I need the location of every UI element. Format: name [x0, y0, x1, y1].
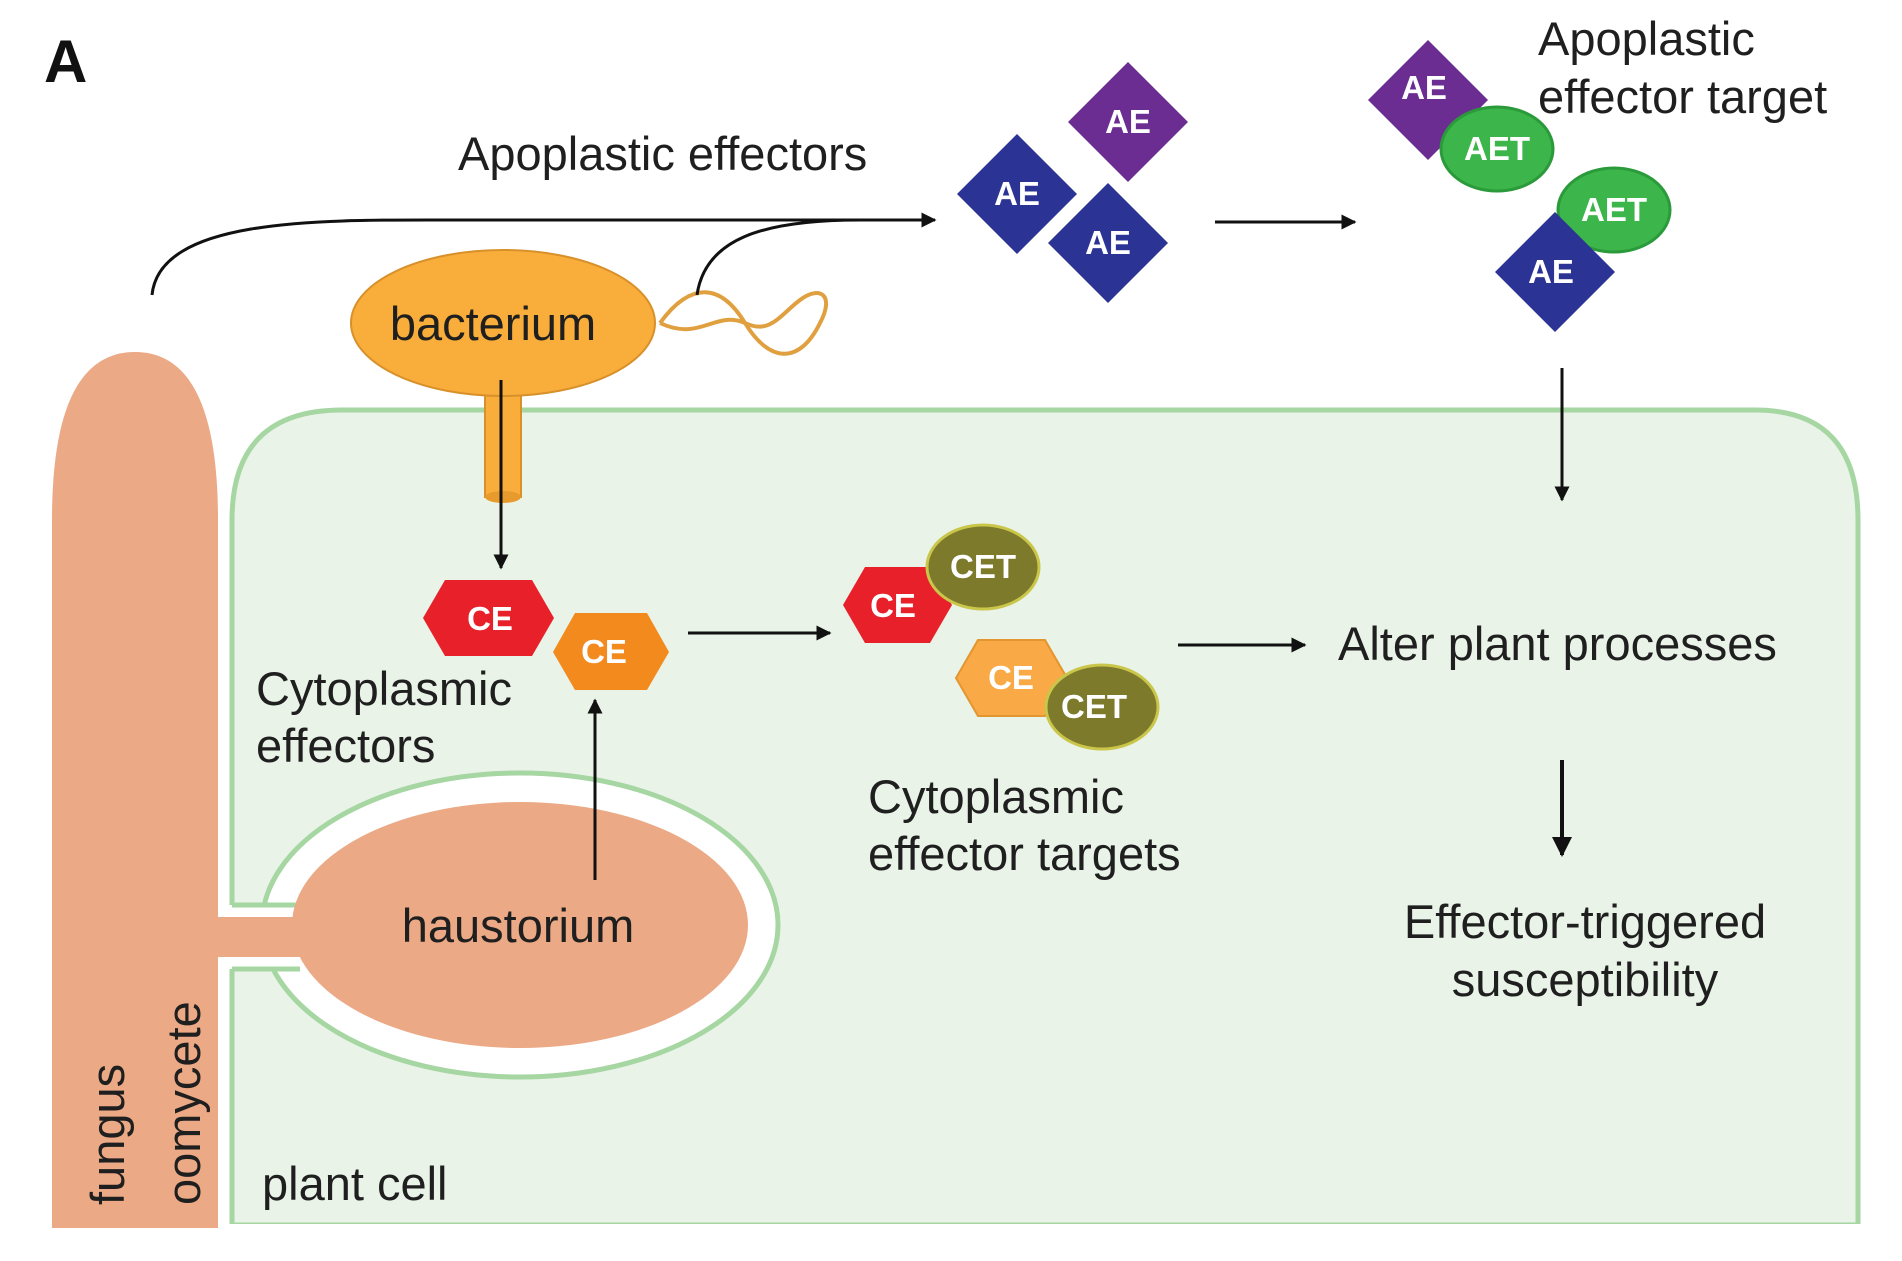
svg-text:AET: AET	[1464, 130, 1530, 167]
svg-text:CE: CE	[467, 600, 513, 637]
apoplast-curve-fungus	[150, 212, 937, 296]
ets-label-1: Effector-triggered	[1404, 895, 1766, 948]
bacterium-label: bacterium	[390, 297, 596, 350]
oomycete-label: oomycete	[157, 1001, 210, 1205]
flagellum	[658, 290, 828, 356]
ets-label-2: susceptibility	[1452, 953, 1719, 1006]
svg-text:AE: AE	[994, 175, 1040, 212]
svg-text:CE: CE	[581, 633, 627, 670]
alter-plant-processes-label: Alter plant processes	[1338, 617, 1777, 670]
apoplastic-effector-target-label-2: effector target	[1538, 70, 1827, 123]
ae-badge-blue-1: AE	[957, 134, 1077, 254]
ae-badge-purple-1: AE	[1068, 62, 1188, 182]
apoplast-curve-bacterium	[695, 218, 861, 296]
cytoplasmic-targets-label-2: effector targets	[868, 827, 1181, 880]
ce-badge-red-2: CE	[843, 567, 952, 643]
aet-badge-2: AET	[1556, 166, 1672, 254]
svg-text:AE: AE	[1085, 224, 1131, 261]
ae-badge-blue-3: AE	[1495, 212, 1615, 332]
haustorium	[292, 802, 748, 1048]
svg-text:AET: AET	[1581, 191, 1647, 228]
cet-badge-2: CET	[1044, 663, 1160, 751]
cytoplasmic-effectors-label-1: Cytoplasmic	[256, 662, 512, 715]
svg-text:CE: CE	[870, 587, 916, 624]
fungal-hypha	[52, 352, 218, 1228]
haustorium-label: haustorium	[402, 899, 635, 952]
aet-badge-1: AET	[1439, 105, 1555, 193]
apoplastic-effector-target-label-1: Apoplastic	[1538, 12, 1755, 65]
fungus-label: fungus	[81, 1064, 134, 1205]
ce-badge-red-1: CE	[423, 580, 554, 656]
secretion-tube	[484, 379, 522, 498]
panel-label: A	[44, 28, 87, 95]
ae-badge-blue-2: AE	[1048, 183, 1168, 303]
cytoplasmic-targets-label-1: Cytoplasmic	[868, 770, 1124, 823]
apoplastic-effectors-label: Apoplastic effectors	[458, 127, 867, 180]
ce-badge-orange-1: CE	[553, 613, 669, 690]
svg-text:CET: CET	[950, 548, 1016, 585]
secretion-tube-end	[485, 491, 521, 503]
svg-text:AE: AE	[1105, 103, 1151, 140]
svg-text:CE: CE	[988, 659, 1034, 696]
svg-text:AE: AE	[1528, 253, 1574, 290]
svg-text:AE: AE	[1401, 69, 1447, 106]
bacterium	[350, 249, 656, 397]
cytoplasmic-effectors-label-2: effectors	[256, 719, 435, 772]
svg-text:CET: CET	[1061, 688, 1127, 725]
cet-badge-1: CET	[925, 523, 1041, 611]
plant-cell-label: plant cell	[262, 1157, 448, 1210]
ce-badge-light-orange: CE	[954, 639, 1069, 717]
